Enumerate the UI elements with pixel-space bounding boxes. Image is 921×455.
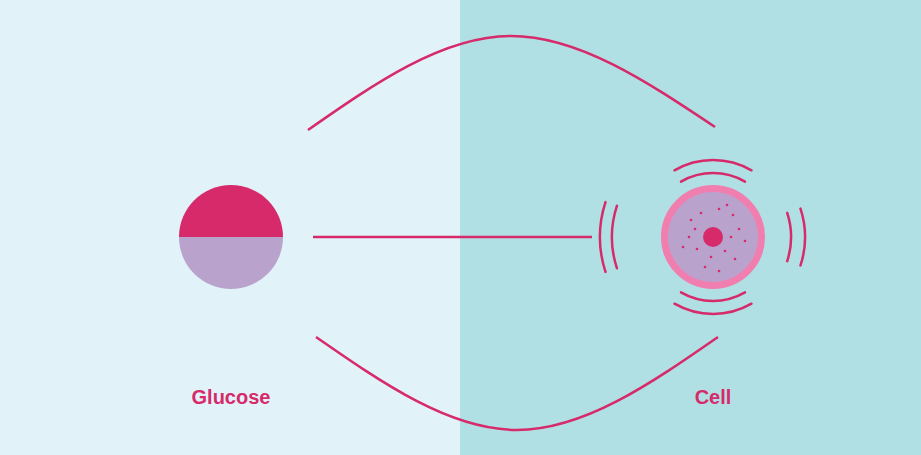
organelle-dot xyxy=(730,236,733,239)
vibration-arc xyxy=(681,173,745,182)
connector-line xyxy=(313,236,592,239)
bottom-half xyxy=(179,237,283,289)
node-group: Glucose xyxy=(171,185,291,415)
organelle-dot xyxy=(744,240,747,243)
organelle-dot xyxy=(732,214,735,217)
cell-symbol xyxy=(661,185,765,289)
node-label: Glucose xyxy=(131,385,331,409)
organelle-dot xyxy=(718,208,721,211)
vibration-arc xyxy=(675,304,752,314)
node-group: Cell xyxy=(653,185,773,415)
organelle-dot xyxy=(704,266,707,269)
organelle-dot xyxy=(696,248,699,251)
connector-line xyxy=(308,36,715,130)
vibration-arc xyxy=(787,213,791,261)
organelle-dot xyxy=(734,258,737,261)
vibration-arc xyxy=(600,202,606,272)
vibration-arc xyxy=(801,209,805,266)
top-half xyxy=(179,185,283,237)
right-panel xyxy=(460,0,921,455)
glucose-symbol xyxy=(179,185,283,289)
node-label: Cell xyxy=(613,385,813,409)
nucleus xyxy=(703,227,723,247)
vibration-arc xyxy=(675,160,752,170)
vibration-arc xyxy=(612,206,617,268)
organelle-dot xyxy=(724,250,727,253)
organelle-dot xyxy=(738,228,741,231)
organelle-dot xyxy=(718,270,721,273)
organelle-dot xyxy=(688,236,691,239)
vibration-arcs xyxy=(600,160,805,314)
organelle-dot xyxy=(710,256,713,259)
connector-line xyxy=(316,337,718,430)
cell-membrane xyxy=(665,189,762,286)
organelle-dot xyxy=(700,212,703,215)
organelle-dot xyxy=(682,246,685,249)
organelle-dot xyxy=(726,204,729,207)
organelle-dot xyxy=(690,219,693,222)
left-panel xyxy=(0,0,460,455)
vibration-arc xyxy=(681,292,745,301)
organelle-dot xyxy=(694,228,697,231)
